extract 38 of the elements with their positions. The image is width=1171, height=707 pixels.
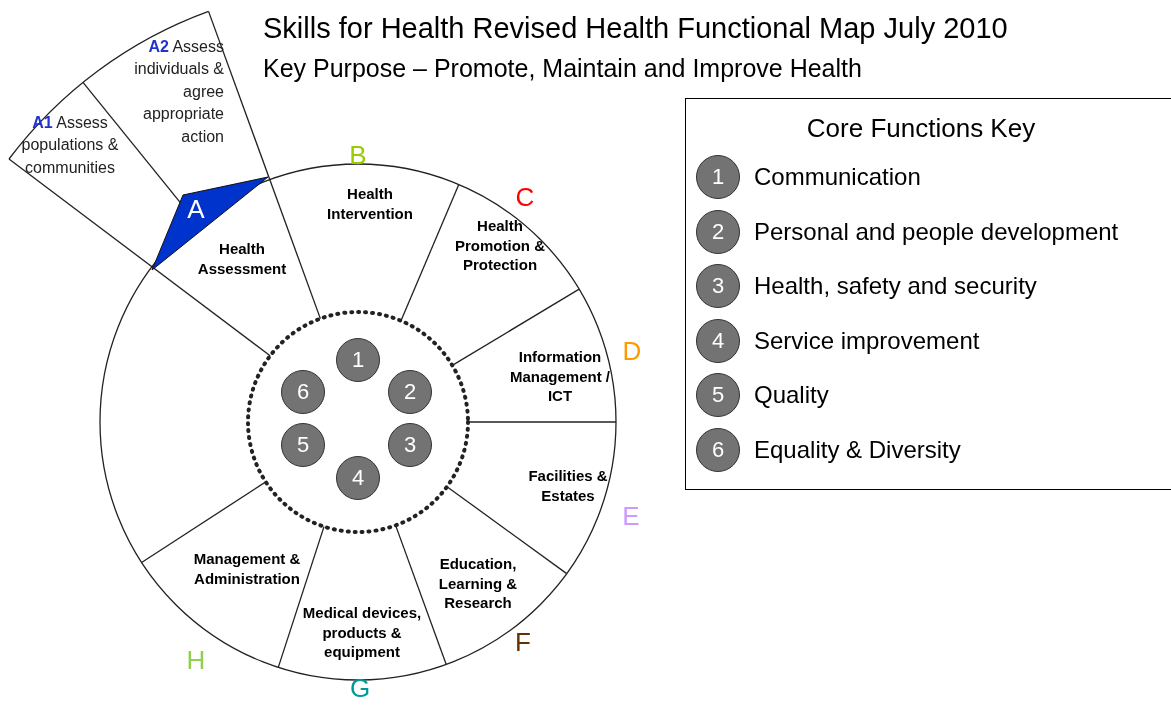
sector-title: Medical devices, products & equipment [301, 602, 423, 662]
sector-title: Health Assessment [196, 238, 288, 278]
sector-letter: D [622, 335, 642, 367]
numbered-circle: 6 [696, 428, 740, 472]
key-label: Quality [754, 381, 829, 410]
sector-letter: C [515, 181, 535, 213]
numbered-circle: 2 [388, 370, 432, 414]
sector-letter: G [349, 672, 371, 704]
numbered-circle: 4 [336, 456, 380, 500]
sector-letter: H [186, 644, 206, 676]
key-label: Service improvement [754, 326, 980, 355]
sector-letter: B [349, 139, 367, 171]
key-label: Personal and people development [754, 217, 1119, 246]
numbered-circle: 2 [696, 209, 740, 254]
sector-letter: F [515, 626, 531, 658]
sector-letter: A [187, 193, 205, 225]
sector-title: Health Promotion & Protection [454, 215, 546, 275]
sector-title: Management & Administration [192, 548, 302, 588]
key-title: Core Functions Key [805, 113, 1037, 144]
numbered-circle: 1 [336, 338, 380, 382]
sector-title: Education, Learning & Research [437, 553, 519, 613]
numbered-circle: 3 [388, 423, 432, 467]
numbered-circle: 6 [281, 370, 325, 414]
key-label: Communication [754, 163, 921, 191]
key-label: Equality & Diversity [754, 436, 961, 464]
numbered-circle: 1 [696, 155, 740, 199]
key-label: Health, safety and security [754, 272, 1037, 301]
sector-letter: E [622, 500, 640, 532]
numbered-circle: 3 [696, 264, 740, 309]
sector-title: Facilities & Estates [527, 465, 609, 505]
key-panel [685, 98, 1171, 490]
sector-title: Health Intervention [326, 183, 414, 223]
numbered-circle: 4 [696, 318, 740, 363]
numbered-circle: 5 [696, 373, 740, 418]
title: Skills for Health Revised Health Functional Map July 2010 [263, 12, 1008, 45]
sector-title: Information Management / ICT [509, 346, 611, 406]
subtitle: Key Purpose – Promote, Maintain and Improve Health [263, 54, 862, 83]
numbered-circle: 5 [281, 423, 325, 467]
